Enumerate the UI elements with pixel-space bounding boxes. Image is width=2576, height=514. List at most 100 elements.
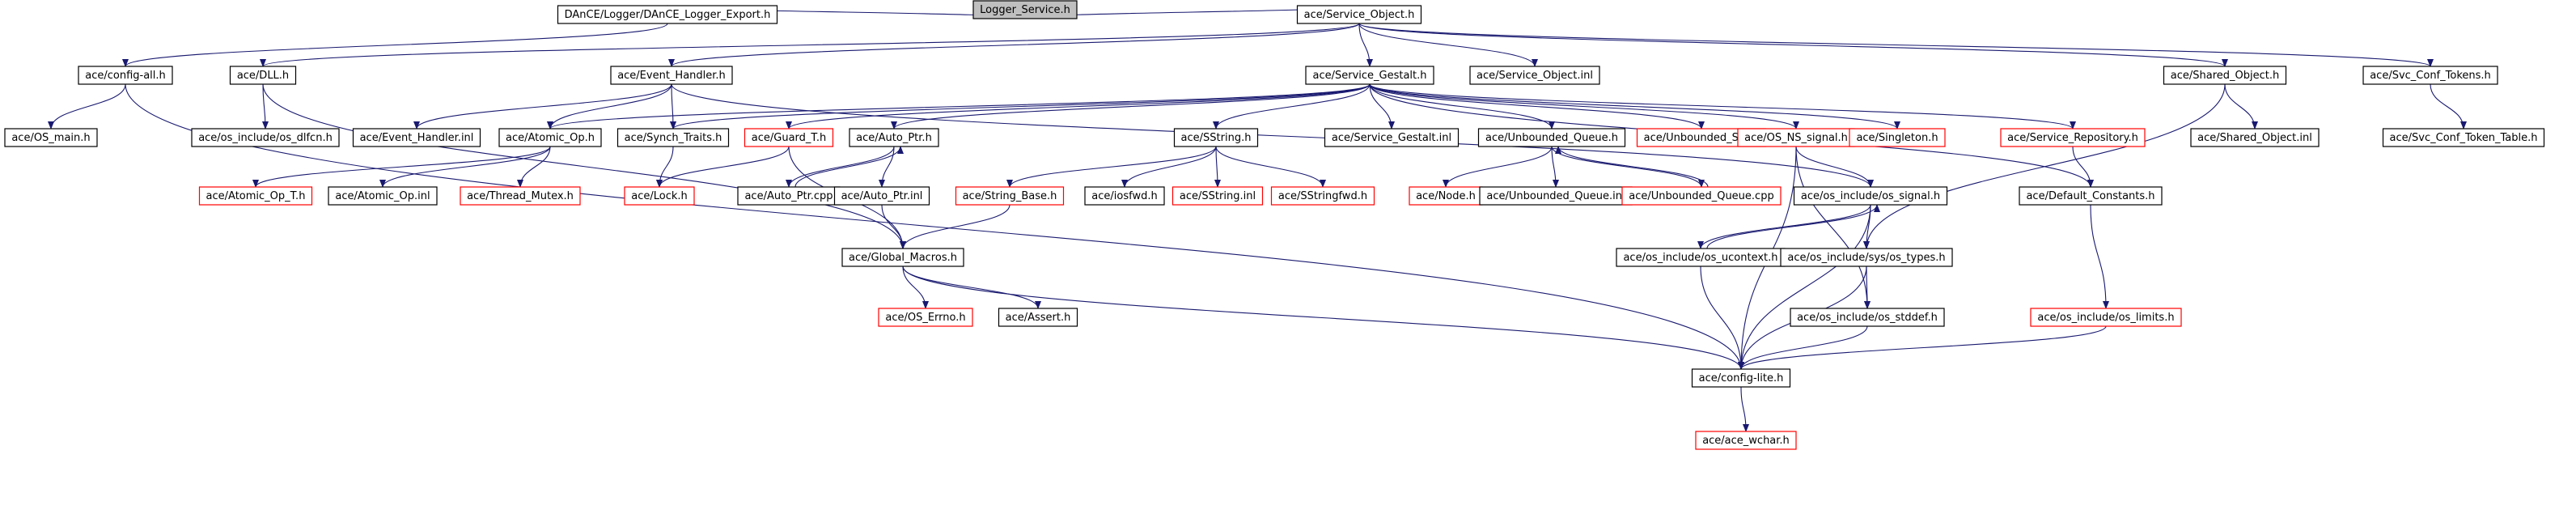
node-auto-ptr-cpp[interactable]: ace/Auto_Ptr.cpp bbox=[737, 186, 841, 206]
node-box bbox=[616, 128, 730, 147]
node-svc-conf-token-table[interactable]: ace/Svc_Conf_Token_Table.h bbox=[2382, 128, 2545, 147]
node-config-lite[interactable]: ace/config-lite.h bbox=[1691, 368, 1791, 388]
node-label: ace/DLL.h bbox=[237, 70, 289, 82]
node-unbounded-queue-inl[interactable]: ace/Unbounded_Queue.inl bbox=[1479, 186, 1633, 206]
node-os-limits[interactable]: ace/os_include/os_limits.h bbox=[2030, 308, 2182, 327]
edge-config-all-to-os-main bbox=[48, 83, 126, 130]
node-os-ns-signal[interactable]: ace/OS_NS_signal.h bbox=[1737, 128, 1855, 147]
edge-os-ns-signal-to-os-stddef bbox=[1795, 146, 1871, 309]
edge-global-macros-to-os-errno bbox=[902, 265, 929, 309]
edge-dll-to-global-macros bbox=[262, 83, 906, 249]
node-os-main[interactable]: ace/OS_main.h bbox=[4, 128, 98, 147]
node-service-repository[interactable]: ace/Service_Repository.h bbox=[2000, 128, 2146, 147]
node-string-base[interactable]: ace/String_Base.h bbox=[955, 186, 1065, 206]
edge-sstring-to-sstringfwd bbox=[1215, 146, 1326, 188]
node-label: ace/Event_Handler.h bbox=[617, 70, 726, 82]
node-box bbox=[191, 128, 340, 147]
node-box bbox=[352, 128, 481, 147]
edge-sstring-to-sstring-inl bbox=[1214, 146, 1221, 188]
edge-os-signal-to-os-ucontext bbox=[1697, 204, 1871, 249]
node-box bbox=[460, 186, 581, 206]
node-box bbox=[1621, 186, 1782, 206]
node-label: ace/Service_Gestalt.h bbox=[1312, 70, 1426, 82]
node-label: ace/Unbounded_Queue.inl bbox=[1486, 190, 1625, 202]
node-assert[interactable]: ace/Assert.h bbox=[998, 308, 1078, 327]
edge-os-ns-signal-to-os-signal bbox=[1795, 146, 1874, 188]
edge-service-gestalt-to-auto-ptr bbox=[891, 83, 1371, 130]
node-auto-ptr-inl[interactable]: ace/Auto_Ptr.inl bbox=[833, 186, 930, 206]
node-os-ucontext[interactable]: ace/os_include/os_ucontext.h bbox=[1616, 248, 1786, 267]
node-sstring-inl[interactable]: ace/SString.inl bbox=[1171, 186, 1264, 206]
node-singleton[interactable]: ace/Singleton.h bbox=[1849, 128, 1946, 147]
node-event-handler[interactable]: ace/Event_Handler.h bbox=[610, 66, 733, 85]
node-thread-mutex[interactable]: ace/Thread_Mutex.h bbox=[460, 186, 581, 206]
node-box bbox=[78, 66, 173, 85]
edge-dance-logger-export-to-config-all bbox=[122, 23, 668, 67]
node-service-gestalt-inl[interactable]: ace/Service_Gestalt.inl bbox=[1324, 128, 1460, 147]
node-os-dlfcn[interactable]: ace/os_include/os_dlfcn.h bbox=[191, 128, 340, 147]
node-box bbox=[878, 308, 973, 327]
node-unbounded-queue-cpp[interactable]: ace/Unbounded_Queue.cpp bbox=[1621, 186, 1782, 206]
node-box bbox=[1780, 248, 1953, 267]
node-label: ace/os_include/sys/os_types.h bbox=[1787, 252, 1945, 264]
node-sstring[interactable]: ace/SString.h bbox=[1173, 128, 1259, 147]
node-label: ace/Shared_Object.h bbox=[2171, 70, 2279, 82]
node-box bbox=[955, 186, 1065, 206]
edge-global-macros-to-assert bbox=[902, 265, 1041, 309]
node-label: ace/os_include/os_dlfcn.h bbox=[198, 132, 333, 144]
node-service-gestalt[interactable]: ace/Service_Gestalt.h bbox=[1305, 66, 1434, 85]
edge-global-macros-to-config-lite bbox=[902, 265, 1744, 370]
node-iosfwd[interactable]: ace/iosfwd.h bbox=[1084, 186, 1165, 206]
edge-sstring-to-iosfwd bbox=[1121, 146, 1217, 188]
node-box bbox=[1324, 128, 1460, 147]
node-atomic-op-t[interactable]: ace/Atomic_Op_T.h bbox=[198, 186, 313, 206]
node-label: ace/Atomic_Op.h bbox=[506, 132, 595, 144]
edge-service-object-to-service-object-inl bbox=[1358, 23, 1538, 67]
node-unbounded-queue[interactable]: ace/Unbounded_Queue.h bbox=[1477, 128, 1626, 147]
edge-guard-t-to-lock bbox=[656, 146, 790, 188]
node-ace-wchar[interactable]: ace/ace_wchar.h bbox=[1695, 431, 1797, 450]
node-service-object-inl[interactable]: ace/Service_Object.inl bbox=[1469, 66, 1600, 85]
node-svc-conf-tokens[interactable]: ace/Svc_Conf_Tokens.h bbox=[2362, 66, 2498, 85]
node-label: ace/Service_Repository.h bbox=[2007, 132, 2138, 144]
node-box bbox=[849, 128, 939, 147]
node-box bbox=[1695, 431, 1797, 450]
node-label: ace/config-all.h bbox=[85, 70, 166, 82]
node-label: ace/Synch_Traits.h bbox=[625, 132, 722, 144]
node-auto-ptr[interactable]: ace/Auto_Ptr.h bbox=[849, 128, 939, 147]
node-label: Logger_Service.h bbox=[980, 4, 1070, 16]
node-lock[interactable]: ace/Lock.h bbox=[624, 186, 695, 206]
edge-os-ucontext-to-config-lite bbox=[1700, 265, 1744, 370]
node-box bbox=[1305, 66, 1434, 85]
node-box bbox=[1173, 128, 1259, 147]
node-synch-traits[interactable]: ace/Synch_Traits.h bbox=[616, 128, 730, 147]
node-config-all[interactable]: ace/config-all.h bbox=[78, 66, 173, 85]
node-label: ace/OS_NS_signal.h bbox=[1744, 132, 1848, 144]
node-default-constants[interactable]: ace/Default_Constants.h bbox=[2019, 186, 2163, 206]
node-os-types[interactable]: ace/os_include/sys/os_types.h bbox=[1780, 248, 1953, 267]
node-label: ace/SStringfwd.h bbox=[1278, 190, 1367, 202]
node-box bbox=[624, 186, 695, 206]
node-shared-object-inl[interactable]: ace/Shared_Object.inl bbox=[2190, 128, 2320, 147]
node-node[interactable]: ace/Node.h bbox=[1409, 186, 1483, 206]
node-label: ace/Singleton.h bbox=[1856, 132, 1938, 144]
node-label: ace/Auto_Ptr.cpp bbox=[744, 190, 833, 202]
node-os-signal[interactable]: ace/os_include/os_signal.h bbox=[1793, 186, 1948, 206]
node-os-stddef[interactable]: ace/os_include/os_stddef.h bbox=[1790, 308, 1945, 327]
node-dll[interactable]: ace/DLL.h bbox=[229, 66, 297, 85]
node-event-handler-inl[interactable]: ace/Event_Handler.inl bbox=[352, 128, 481, 147]
node-box bbox=[841, 248, 964, 267]
node-guard-t[interactable]: ace/Guard_T.h bbox=[744, 128, 834, 147]
node-label: ace/Unbounded_Queue.cpp bbox=[1629, 190, 1773, 202]
node-dance-logger-export[interactable]: DAnCE/Logger/DAnCE_Logger_Export.h bbox=[557, 5, 778, 24]
node-shared-object[interactable]: ace/Shared_Object.h bbox=[2163, 66, 2287, 85]
node-label: ace/Default_Constants.h bbox=[2026, 190, 2154, 202]
node-global-macros[interactable]: ace/Global_Macros.h bbox=[841, 248, 964, 267]
node-service-object[interactable]: ace/Service_Object.h bbox=[1296, 5, 1422, 24]
node-atomic-op-inl[interactable]: ace/Atomic_Op.inl bbox=[328, 186, 438, 206]
edge-service-gestalt-to-service-repository bbox=[1369, 83, 2076, 130]
node-sstringfwd[interactable]: ace/SStringfwd.h bbox=[1270, 186, 1375, 206]
node-os-errno[interactable]: ace/OS_Errno.h bbox=[878, 308, 973, 327]
node-atomic-op[interactable]: ace/Atomic_Op.h bbox=[498, 128, 602, 147]
node-unbounded-set[interactable]: ace/Unbounded_Set.h bbox=[1636, 128, 1767, 147]
